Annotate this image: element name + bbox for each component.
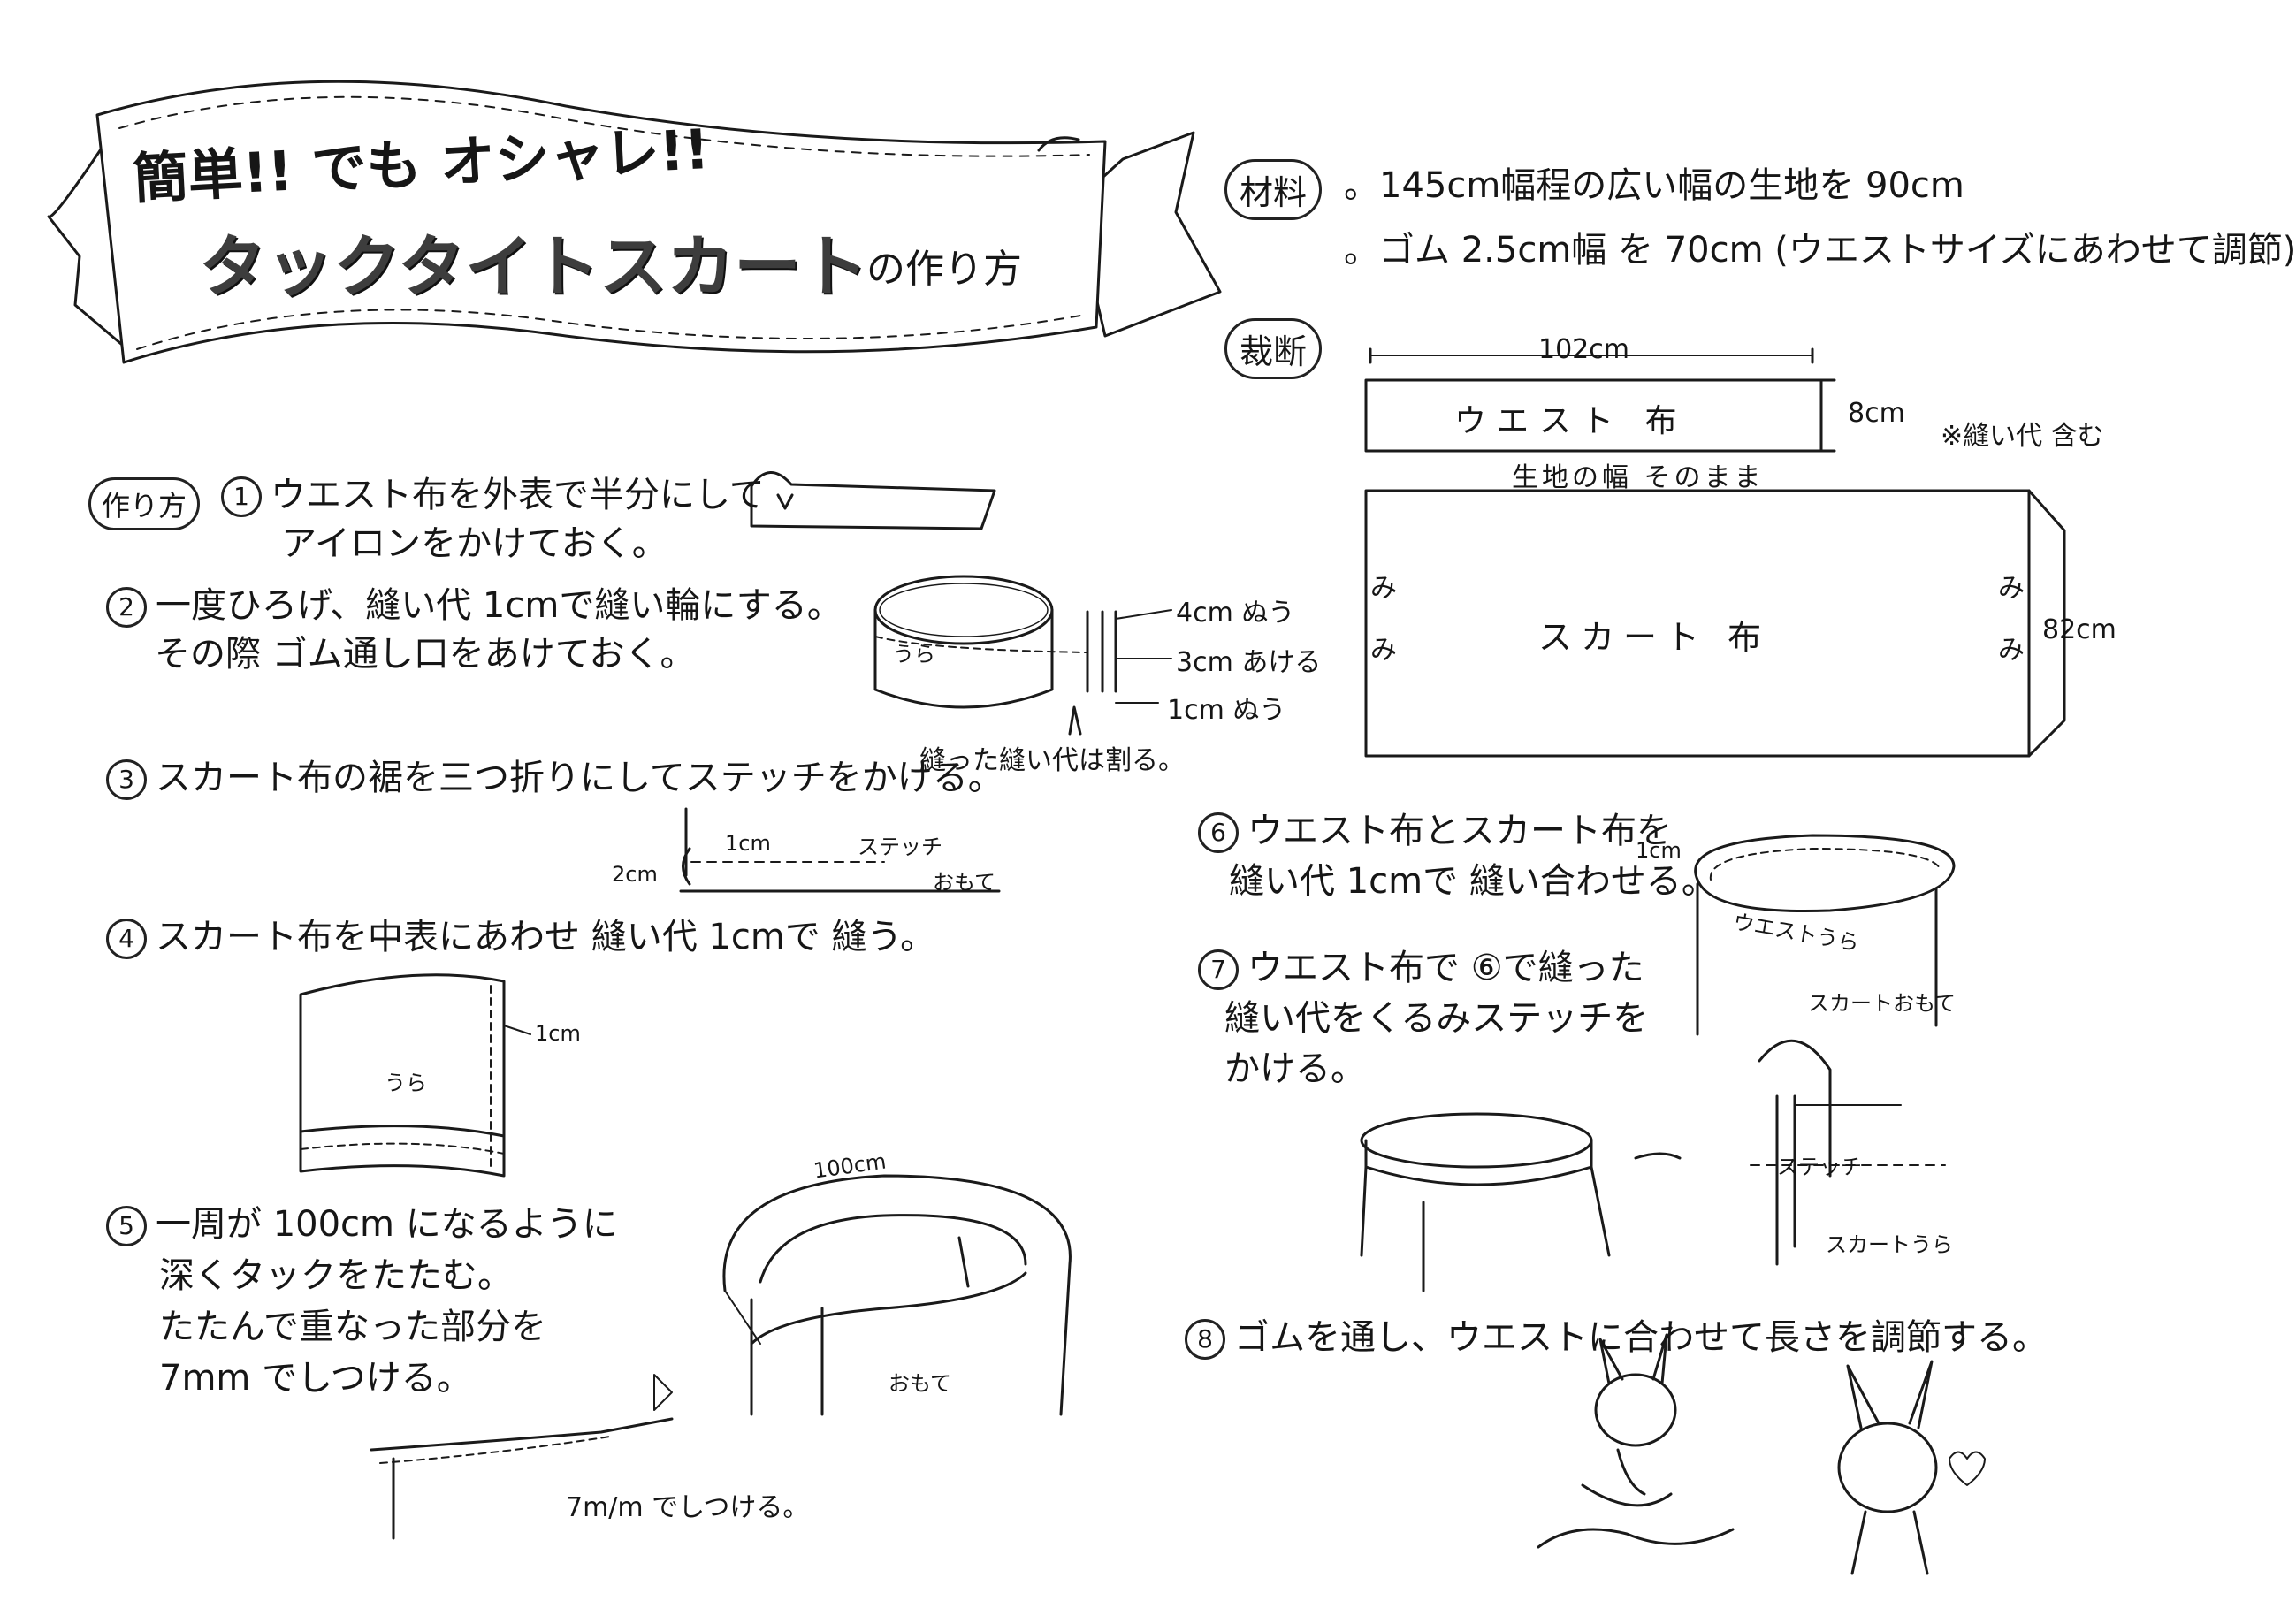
waist-fabric-diagram — [1364, 347, 1836, 453]
step-5-line-1: 一周が 100cm になるように — [156, 1204, 618, 1245]
waist-fabric-label: ウエスト 布 — [1454, 403, 1688, 439]
selvage-left-2: み — [1370, 635, 1397, 666]
step-5-line-4: 7mm でしつける。 — [159, 1358, 472, 1399]
selvage-right-1: み — [1998, 573, 2025, 604]
step-2-line-2: その際 ゴム通し口をあけておく。 — [155, 634, 696, 675]
step-6-skirt-omote: スカートおもて — [1808, 991, 1957, 1016]
step-6-line-1: ウエスト布とスカート布を — [1247, 811, 1672, 851]
step-7-line-1: ウエスト布で ⑥で縫った — [1247, 948, 1644, 988]
step-7-line-3: かける。 — [1224, 1048, 1366, 1089]
step-7-line-2: 縫い代をくるみステッチを — [1224, 998, 1649, 1039]
skirt-fabric-diagram — [1364, 489, 2066, 758]
step-6-number: 6 — [1198, 812, 1239, 853]
step2-ring-sketch — [873, 575, 1172, 736]
step-2-sew-1cm: 1cm ぬう — [1167, 695, 1286, 726]
materials-item-2: 。ゴム 2.5cm幅 を 70cm (ウエストサイズにあわせて調節) — [1344, 230, 2296, 271]
selvage-right-2: み — [1998, 635, 2025, 666]
method-label: 作り方 — [88, 477, 201, 530]
step4-tube-sketch — [299, 973, 531, 1178]
step-2-line-1: 一度ひろげ、縫い代 1cmで縫い輪にする。 — [156, 585, 843, 626]
step-8-line-1: ゴムを通し、ウエストに合わせて長さを調節する。 — [1234, 1317, 2048, 1358]
step-7-skirt-ura: スカートうら — [1826, 1232, 1953, 1257]
step-5-baste-note: 7m/m でしつける。 — [566, 1492, 810, 1523]
step1-sketch — [750, 471, 996, 530]
step-1-number: 1 — [221, 476, 262, 517]
step3-hem-sketch — [679, 807, 1001, 893]
fabric-width-note: 生地の幅 そのまま — [1512, 462, 1765, 493]
skirt-fabric-label: スカート 布 — [1538, 618, 1771, 657]
step7-skirt-sketch — [1360, 1039, 1946, 1292]
step-3-omote: おもて — [933, 870, 996, 895]
step-2-sew-4cm: 4cm ぬう — [1176, 598, 1295, 629]
step5-tuck-sketch — [722, 1174, 1072, 1416]
step-2-number: 2 — [106, 587, 147, 628]
title-ribbon-banner — [47, 80, 1222, 364]
waist-height-label: 8cm — [1848, 398, 1905, 429]
waist-width-label: 102cm — [1538, 334, 1629, 365]
bunny-illustration — [1537, 1333, 1986, 1575]
step-4-number: 4 — [106, 919, 147, 959]
step-5-number: 5 — [106, 1206, 147, 1246]
step-3-1cm: 1cm — [725, 831, 771, 856]
cutting-label: 裁断 — [1224, 318, 1323, 379]
step-5-line-3: たたんで重なった部分を — [159, 1307, 546, 1347]
selvage-left-1: み — [1370, 573, 1397, 604]
skirt-height-label: 82cm — [2042, 614, 2117, 645]
step-6-1cm: 1cm — [1636, 838, 1682, 863]
step-2-open-3cm: 3cm あける — [1176, 647, 1322, 678]
step-7-number: 7 — [1198, 949, 1239, 990]
seam-allowance-note: ※縫い代 含む — [1941, 421, 2104, 452]
step-3-number: 3 — [106, 759, 147, 800]
step-3-stitch: ステッチ — [858, 835, 942, 859]
step-2-split-note: 縫った縫い代は割る。 — [919, 745, 1185, 776]
step-4-ura-label: うら — [385, 1071, 427, 1095]
step5-basting-sketch — [370, 1374, 674, 1540]
step-6-line-2: 縫い代 1cmで 縫い合わせる。 — [1229, 861, 1717, 902]
step-1-line-1: ウエスト布を外表で半分にして — [271, 475, 765, 515]
materials-item-1: 。145cm幅程の広い幅の生地を 90cm — [1344, 165, 1964, 206]
materials-label: 材料 — [1224, 159, 1323, 220]
step-3-line-1: スカート布の裾を三つ折りにしてステッチをかける。 — [156, 758, 1003, 798]
step-5-line-2: 深くタックをたたむ。 — [159, 1255, 513, 1296]
step-8-number: 8 — [1185, 1319, 1225, 1360]
step-1-line-2: アイロンをかけておく。 — [281, 523, 667, 564]
step-2-ura-label: うら — [893, 642, 935, 667]
step-7-stitch: ステッチ — [1777, 1155, 1862, 1179]
step-5-omote: おもて — [889, 1371, 952, 1396]
step-4-line-1: スカート布を中表にあわせ 縫い代 1cmで 縫う。 — [156, 917, 936, 957]
step6-join-sketch — [1694, 834, 1956, 1036]
title-line-2: タックタイトスカート — [199, 227, 868, 306]
step-4-1cm: 1cm — [535, 1021, 581, 1046]
title-suffix: の作り方 — [866, 247, 1022, 292]
step-3-2cm: 2cm — [612, 862, 658, 887]
